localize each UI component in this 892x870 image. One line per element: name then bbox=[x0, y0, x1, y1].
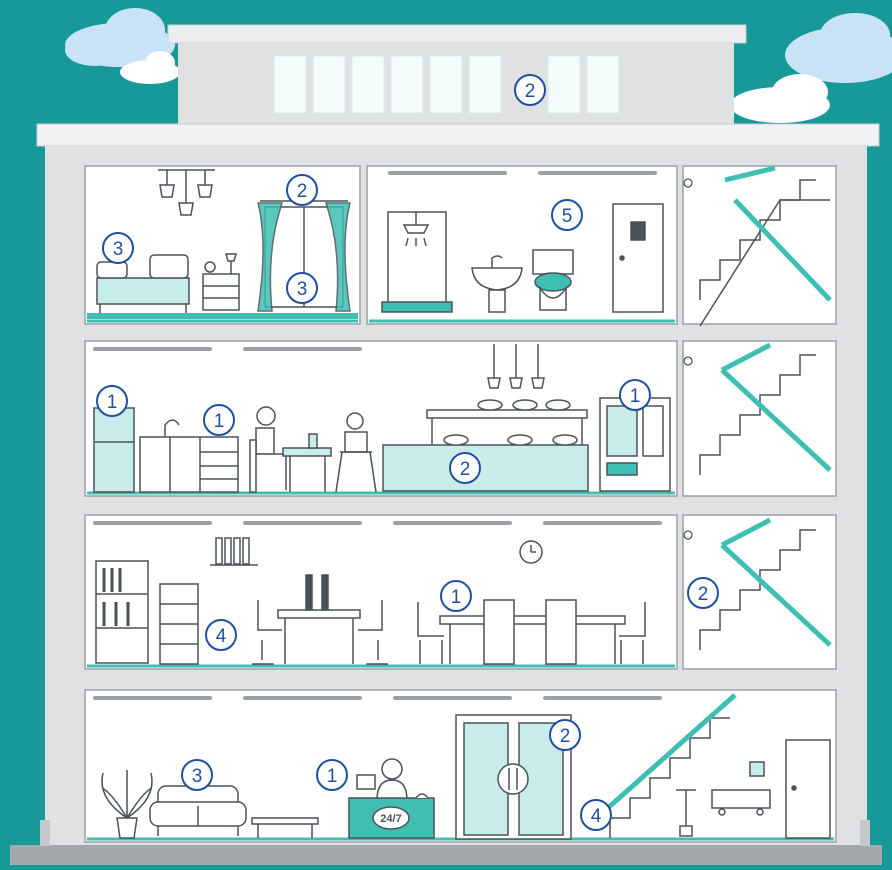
roof-slab bbox=[37, 124, 879, 146]
marker-bathroom: 5 bbox=[552, 200, 582, 230]
ground bbox=[10, 845, 882, 865]
marker-label: 1 bbox=[451, 587, 462, 608]
marker-reception-desk: 1 bbox=[317, 760, 347, 790]
marker-label: 1 bbox=[214, 411, 225, 432]
reception-sign-text: 24/7 bbox=[380, 813, 401, 825]
marker-label: 3 bbox=[297, 279, 308, 300]
marker-label: 5 bbox=[562, 206, 573, 227]
marker-bedroom-curtains: 3 bbox=[287, 273, 317, 303]
room-stairwell-4 bbox=[683, 166, 836, 324]
marker-label: 1 bbox=[630, 386, 641, 407]
shower-icon bbox=[382, 212, 452, 312]
room-stairwell-3 bbox=[683, 341, 836, 496]
marker-bedroom-bed: 3 bbox=[103, 233, 133, 263]
marker-canteen-counter: 2 bbox=[450, 453, 480, 483]
marker-label: 2 bbox=[460, 459, 471, 480]
marker-label: 3 bbox=[113, 239, 124, 260]
lobby-exit-door-icon bbox=[786, 740, 830, 838]
marker-vending-machine: 1 bbox=[620, 380, 650, 410]
marker-label: 4 bbox=[216, 626, 227, 647]
marker-label: 2 bbox=[525, 81, 536, 102]
filing-cabinet-icon bbox=[160, 584, 198, 664]
marker-bedroom-window: 2 bbox=[287, 175, 317, 205]
restroom-door-icon bbox=[613, 204, 663, 312]
marker-roof-skylight: 2 bbox=[515, 75, 545, 105]
marker-label: 2 bbox=[297, 181, 308, 202]
marker-label: 4 bbox=[591, 806, 602, 827]
bookshelf-icon bbox=[96, 561, 148, 663]
marker-label: 3 bbox=[192, 766, 203, 787]
marker-entrance-door: 2 bbox=[550, 720, 580, 750]
marker-dining-table: 1 bbox=[441, 581, 471, 611]
foundation-right bbox=[860, 820, 870, 846]
marker-kitchen-fridge: 1 bbox=[97, 386, 127, 416]
skylight-windows bbox=[274, 56, 619, 113]
marker-stairwell: 2 bbox=[688, 578, 718, 608]
marker-lobby-sofa: 3 bbox=[182, 760, 212, 790]
roof-cap bbox=[168, 25, 746, 43]
marker-label: 1 bbox=[107, 392, 118, 413]
fridge-icon bbox=[94, 408, 134, 492]
wall-clock-icon bbox=[520, 541, 542, 563]
grass-strip bbox=[87, 313, 358, 319]
marker-label: 2 bbox=[698, 584, 709, 605]
vending-machine-icon bbox=[600, 398, 670, 491]
marker-kitchen-cabinet: 1 bbox=[204, 405, 234, 435]
marker-office-cabinet: 4 bbox=[206, 620, 236, 650]
marker-label: 1 bbox=[327, 766, 338, 787]
marker-lobby-stairs: 4 bbox=[581, 800, 611, 830]
foundation-left bbox=[40, 820, 50, 846]
marker-label: 2 bbox=[560, 726, 571, 747]
